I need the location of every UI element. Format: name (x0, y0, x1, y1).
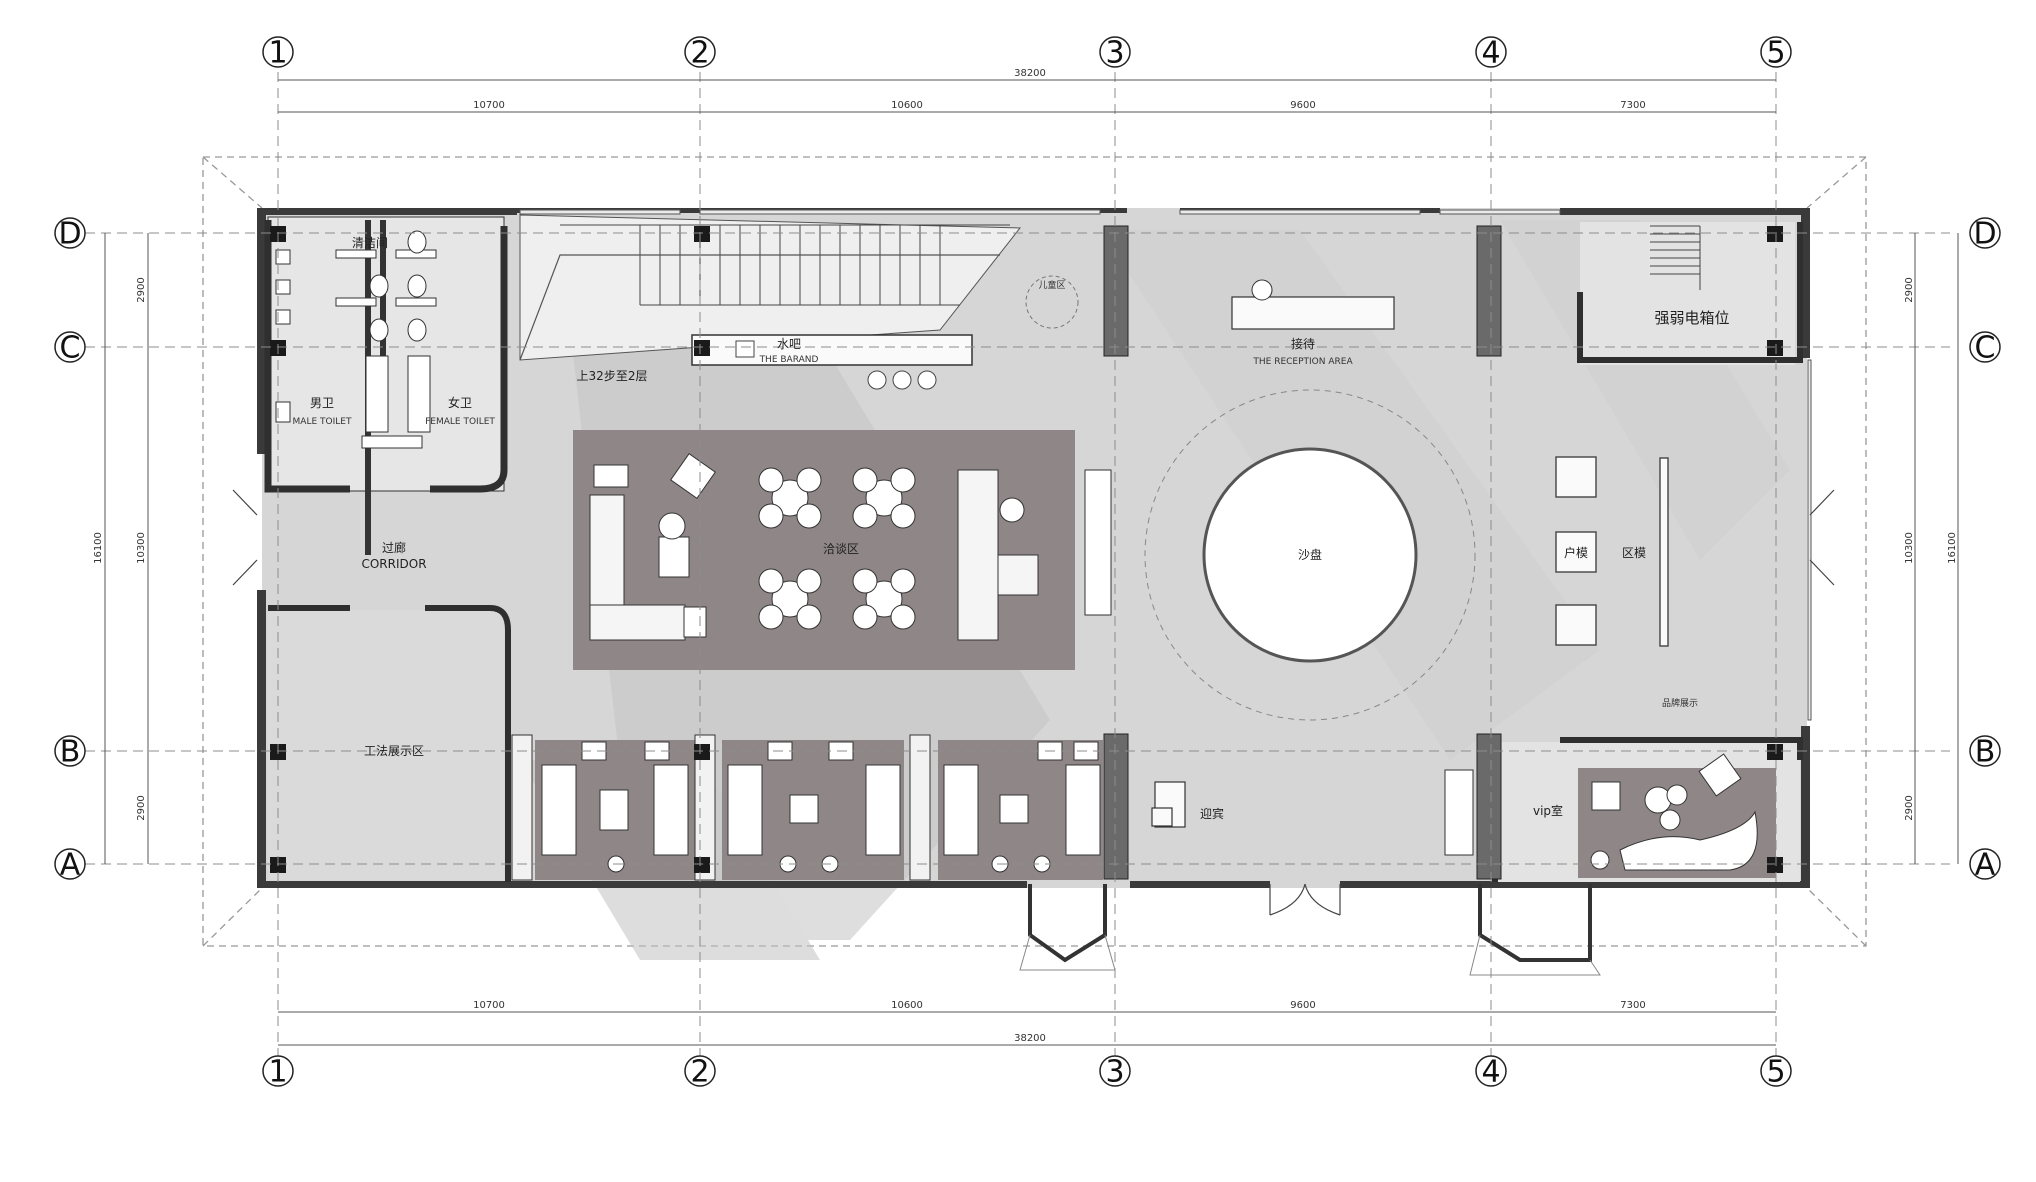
label-corridor-cn: 过廊 (382, 540, 406, 555)
dim-span-3-bottom: 9600 (1290, 1000, 1315, 1011)
grid-row-c-left: C (60, 331, 81, 366)
grid-col-2-bottom: 2 (690, 1055, 709, 1090)
bay-outlines (1019, 934, 1601, 976)
kids-area-circle (1025, 275, 1079, 329)
grid-row-d-right: D (1973, 217, 1996, 252)
dim-span-4-bottom: 7300 (1620, 1000, 1645, 1011)
grid-col-5-bottom: 5 (1766, 1055, 1785, 1090)
site-outline (202, 156, 1867, 947)
label-bar-cn: 水吧 (777, 337, 801, 351)
dim-top-left: 2900 (136, 277, 147, 302)
label-craft-display: 工法展示区 (364, 744, 424, 758)
label-male-toilet-cn: 男卫 (310, 396, 334, 410)
dim-overall-bottom: 38200 (1014, 1033, 1046, 1044)
grid-col-1-bottom: 1 (268, 1055, 287, 1090)
dim-bottom-left: 2900 (136, 795, 147, 820)
grid-bubbles-bottom (262, 1055, 1792, 1087)
sand-table (1144, 389, 1476, 721)
grid-lines (85, 72, 1950, 1060)
entrance-doors (232, 489, 1835, 916)
dim-overall-left: 16100 (93, 532, 104, 564)
bay-projections (1028, 884, 1592, 963)
dim-inner-left: 10300 (136, 532, 147, 564)
label-cleaning-room: 清洁间 (352, 236, 388, 250)
label-sand-table: 沙盘 (1298, 547, 1322, 562)
grid-row-a-left: A (60, 848, 81, 883)
window-strips (519, 209, 1812, 721)
meeting-booths (511, 734, 1103, 881)
dim-span-2-top: 10600 (891, 100, 923, 111)
label-vip-room: vip室 (1533, 803, 1563, 818)
dimension-lines (104, 79, 1959, 1046)
label-stair-note: 上32步至2层 (577, 369, 648, 383)
grid-row-a-right: A (1975, 848, 1996, 883)
grid-col-1-top: 1 (268, 36, 287, 71)
grid-col-3-top: 3 (1105, 36, 1124, 71)
grid-row-d-left: D (58, 217, 81, 252)
label-brand-display: 品牌展示 (1662, 697, 1698, 709)
grid-row-b-right: B (1975, 735, 1996, 770)
label-bar-en: THE BARAND (759, 355, 819, 365)
grid-bubbles-top (262, 36, 1792, 68)
label-male-toilet-en: MALE TOILET (293, 417, 352, 427)
dim-overall-right: 16100 (1947, 532, 1958, 564)
welcome-desk (1151, 781, 1186, 828)
negotiation-area (573, 430, 1112, 670)
dimension-texts: 38200 10700 10600 9600 7300 10700 10600 … (93, 68, 1958, 1044)
room-labels: 清洁间 男卫 MALE TOILET 女卫 FEMALE TOILET 过廊 C… (293, 236, 1730, 821)
label-weak-current-room: 强弱电箱位 (1654, 309, 1729, 327)
label-unit-model: 户模 (1564, 545, 1588, 560)
label-negotiation-area: 洽谈区 (823, 542, 859, 556)
label-female-toilet-cn: 女卫 (448, 395, 472, 410)
label-district-model: 区模 (1622, 546, 1646, 560)
vip-room (1444, 737, 1803, 882)
label-reception-cn: 接待 (1291, 336, 1315, 351)
model-display (1555, 456, 1669, 647)
craft-display-zone (268, 605, 511, 882)
dim-inner-right: 10300 (1904, 532, 1915, 564)
toilet-block (264, 216, 508, 555)
grid-bubbles-left (54, 217, 86, 880)
dim-overall-top: 38200 (1014, 68, 1046, 79)
dim-span-4-top: 7300 (1620, 100, 1645, 111)
dim-span-3-top: 9600 (1290, 100, 1315, 111)
label-female-toilet-en: FEMALE TOILET (425, 417, 495, 427)
grid-labels: 1 2 3 4 5 1 2 3 4 5 D C B A D C B A (58, 36, 1996, 1090)
grid-row-b-left: B (60, 735, 81, 770)
grid-row-c-right: C (1975, 331, 1996, 366)
grid-col-5-top: 5 (1766, 36, 1785, 71)
dim-span-1-bottom: 10700 (473, 1000, 505, 1011)
label-corridor-en: CORRIDOR (361, 557, 426, 571)
label-kids-area: 儿童区 (1038, 279, 1065, 291)
label-welcome-desk: 迎宾 (1200, 806, 1224, 821)
reception-desk (1231, 279, 1395, 330)
grid-col-4-bottom: 4 (1481, 1055, 1500, 1090)
label-reception-en: THE RECEPTION AREA (1252, 357, 1353, 367)
grid-col-3-bottom: 3 (1105, 1055, 1124, 1090)
wall-piers (1103, 225, 1502, 880)
grid-col-4-top: 4 (1481, 36, 1500, 71)
bar-counter (691, 334, 973, 390)
stair (519, 214, 1022, 361)
grid-col-2-top: 2 (690, 36, 709, 71)
dim-span-1-top: 10700 (473, 100, 505, 111)
dim-bottom-right: 2900 (1904, 795, 1915, 820)
dim-top-right: 2900 (1904, 277, 1915, 302)
electrical-room (1577, 222, 1803, 365)
dim-span-2-bottom: 10600 (891, 1000, 923, 1011)
grid-bubbles-right (1969, 217, 2001, 880)
